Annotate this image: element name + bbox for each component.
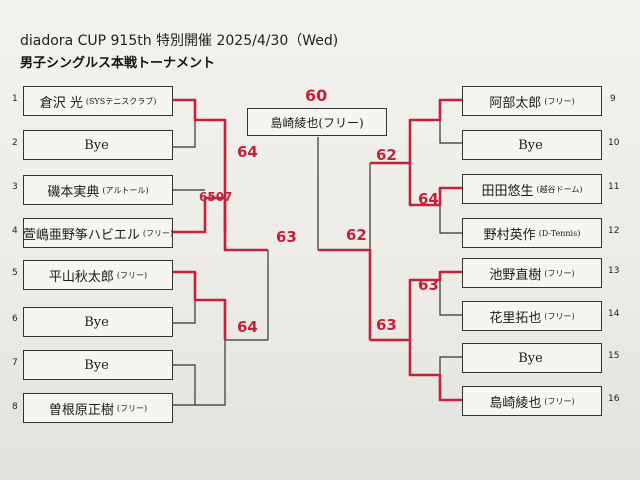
- line-l-6: [173, 300, 196, 324]
- seed-10: 10: [608, 138, 620, 148]
- seed-5: 5: [12, 268, 18, 278]
- win-line-l-1: [173, 98, 227, 165]
- score-left-r1-a: 64: [237, 143, 258, 161]
- seed-1: 1: [12, 94, 18, 104]
- player-name: 萱嶋亜野筝ハビエル: [23, 227, 140, 243]
- player-slot-13[interactable]: 池野直樹(フリー): [462, 258, 602, 288]
- player-slot-9[interactable]: 阿部太郎(フリー): [462, 86, 602, 116]
- player-name: Bye: [84, 314, 109, 330]
- player-name: 花里拓也: [489, 310, 542, 326]
- player-slot-7[interactable]: Bye: [23, 350, 173, 380]
- player-slot-3[interactable]: 磯本実典(アルトール): [23, 175, 173, 205]
- score-left-sf: 63: [276, 228, 297, 246]
- line-r-14: [439, 280, 462, 316]
- score-right-r1-b: 64: [418, 190, 439, 208]
- seed-13: 13: [608, 266, 620, 276]
- player-affiliation: (SYSテニスクラブ): [85, 96, 157, 106]
- seed-12: 12: [608, 226, 620, 236]
- score-right-r1-a: 62: [376, 146, 397, 164]
- player-name: Bye: [84, 137, 109, 153]
- player-affiliation: (フリー): [142, 228, 173, 238]
- seed-7: 7: [12, 358, 18, 368]
- line-l-bot-conn: [195, 340, 226, 406]
- win-line-r-9: [370, 98, 462, 165]
- player-affiliation: (越谷ドーム): [536, 184, 583, 194]
- player-slot-10[interactable]: Bye: [462, 130, 602, 160]
- player-name: 島崎綾也: [489, 395, 542, 411]
- win-line-r-11: [408, 163, 462, 207]
- player-name: 野村英作: [483, 227, 536, 243]
- player-slot-8[interactable]: 曽根原正樹(フリー): [23, 393, 173, 423]
- player-slot-12[interactable]: 野村英作(D-Tennis): [462, 218, 602, 248]
- player-slot-1[interactable]: 倉沢 光(SYSテニスクラブ): [23, 86, 173, 116]
- player-affiliation: (フリー): [116, 403, 148, 413]
- champion-box[interactable]: 島崎綾也(フリー): [247, 108, 387, 136]
- seed-11: 11: [608, 182, 620, 192]
- win-line-l-sf: [223, 232, 268, 252]
- win-line-r-16: [370, 338, 462, 402]
- score-right-r1-c: 63: [418, 276, 439, 294]
- player-name: 倉沢 光: [39, 95, 83, 111]
- score-right-qf: 62: [346, 226, 367, 244]
- player-affiliation: (フリー): [544, 396, 575, 406]
- seed-16: 16: [608, 394, 620, 404]
- seed-14: 14: [608, 309, 620, 319]
- seed-3: 3: [12, 182, 18, 192]
- win-line-r-sf: [318, 248, 372, 340]
- player-name: Bye: [518, 350, 543, 366]
- player-affiliation: (フリー): [116, 270, 148, 280]
- seed-6: 6: [12, 314, 18, 324]
- score-right-sf: 63: [376, 316, 397, 334]
- player-slot-6[interactable]: Bye: [23, 307, 173, 337]
- player-name: 磯本実典: [47, 184, 100, 200]
- page-subtitle: 男子シングルス本戦トーナメント: [20, 56, 216, 71]
- player-name: 田田悠生: [481, 183, 534, 199]
- player-affiliation: (フリー): [544, 96, 575, 106]
- player-affiliation: (フリー): [544, 268, 575, 278]
- win-line-r-13: [408, 270, 462, 340]
- player-slot-5[interactable]: 平山秋太郎(フリー): [23, 260, 173, 290]
- player-slot-11[interactable]: 田田悠生(越谷ドーム): [462, 174, 602, 204]
- seed-8: 8: [12, 402, 18, 412]
- score-left-r1-b: 6507: [199, 190, 233, 204]
- line-l-7-8: [173, 364, 196, 406]
- player-slot-2[interactable]: Bye: [23, 130, 173, 160]
- seed-15: 15: [608, 351, 620, 361]
- player-name: 池野直樹: [489, 267, 542, 283]
- player-slot-16[interactable]: 島崎綾也(フリー): [462, 386, 602, 416]
- seed-9: 9: [610, 94, 616, 104]
- champion-name: 島崎綾也(フリー): [270, 115, 364, 130]
- player-name: Bye: [518, 137, 543, 153]
- line-r-10: [439, 100, 462, 144]
- win-line-l-5: [173, 270, 227, 340]
- page-title: diadora CUP 915th 特別開催 2025/4/30（Wed): [20, 33, 339, 49]
- line-l-2: [173, 120, 196, 148]
- player-slot-15[interactable]: Bye: [462, 343, 602, 373]
- seed-4: 4: [12, 226, 18, 236]
- seed-2: 2: [12, 138, 18, 148]
- player-name: 阿部太郎: [489, 95, 542, 111]
- player-slot-14[interactable]: 花里拓也(フリー): [462, 301, 602, 331]
- player-affiliation: (フリー): [544, 311, 575, 321]
- player-affiliation: (アルトール): [102, 185, 149, 195]
- line-r-15: [439, 356, 462, 400]
- player-slot-4[interactable]: 萱嶋亜野筝ハビエル(フリー): [23, 218, 173, 248]
- player-name: Bye: [84, 357, 109, 373]
- player-name: 平山秋太郎: [48, 269, 114, 285]
- player-affiliation: (D-Tennis): [538, 228, 581, 238]
- player-name: 曽根原正樹: [48, 402, 114, 418]
- score-left-r1-c: 64: [237, 318, 258, 336]
- line-r-12: [439, 205, 462, 234]
- final-score: 60: [305, 86, 328, 105]
